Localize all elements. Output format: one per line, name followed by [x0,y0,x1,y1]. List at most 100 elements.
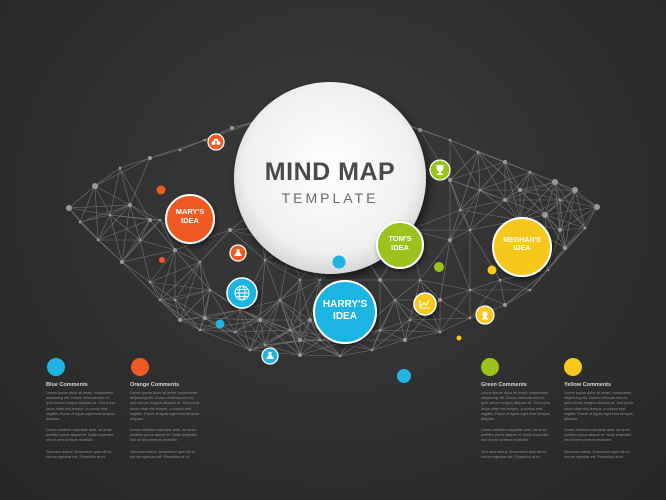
mesh-line [264,299,281,346]
globe-node[interactable] [226,277,258,309]
mesh-line [404,331,441,341]
mesh-line [97,214,111,241]
trophy-icon [436,165,444,175]
mesh-line [559,199,598,208]
marys-idea-label: MARY'S IDEA [175,207,205,225]
mesh-line [259,319,301,356]
mesh-line [504,181,556,201]
legend-text-yellow-3: Sed sem metus, fermentum quis elit et, r… [564,450,630,460]
mesh-line [239,309,291,331]
mesh-line [94,167,121,187]
mesh-line [264,344,301,356]
mesh-dot [583,226,587,230]
toms-idea-node[interactable] [376,221,424,269]
mesh-dot [208,288,212,292]
flask-node-orange[interactable] [229,244,247,262]
mesh-dot [542,212,548,218]
mesh-line [299,319,311,356]
mesh-line [79,204,131,223]
legend-text-yellow-1: Lorem ipsum dolor sit amet, consectetur … [564,391,633,422]
mesh-dot [148,280,152,284]
mesh-line [121,204,131,263]
mesh-line [239,309,266,346]
mesh-line [449,179,506,201]
mesh-dot [148,156,152,160]
mesh-line [79,221,99,241]
mesh-line [469,189,481,231]
mesh-line [559,227,586,231]
mesh-line [79,214,111,223]
mesh-dot [118,166,122,170]
mesh-line [547,229,561,271]
mesh-line [149,219,176,251]
mesh-line [119,157,151,169]
mesh-line [149,261,201,283]
mesh-line [519,181,556,191]
mesh-line [97,204,131,241]
mesh-line [544,181,556,216]
mesh-line [479,189,521,221]
mesh-dot [546,268,550,272]
mesh-line [409,319,441,333]
mesh-line [519,171,531,191]
mesh-line [234,331,266,346]
mesh-dot [78,220,82,224]
mesh-line [149,249,176,283]
mesh-line [159,219,176,251]
mesh-line [299,339,321,356]
mesh-dot [503,160,507,164]
mesh-line [519,181,556,221]
harrys-idea-label: HARRY'S IDEA [322,299,368,322]
mesh-line [179,289,211,321]
chess-node[interactable] [475,305,495,325]
mesh-line [174,299,181,321]
mesh-line [204,309,241,319]
mesh-line [449,179,461,211]
mesh-line [419,239,451,281]
mesh-line [139,219,151,241]
mesh-line [559,229,566,249]
mesh-line [289,329,301,341]
mesh-line [94,185,99,241]
mesh-dot [263,343,267,347]
mesh-line [371,339,406,351]
mesh-dot [558,198,562,202]
mesh-line [559,199,586,229]
mesh-line [371,319,411,351]
mesh-line [439,239,451,301]
mesh-line [477,151,481,191]
mesh-line [439,317,471,333]
mesh-line [94,185,131,206]
mesh-dot [594,204,600,210]
mesh-dot [468,288,472,292]
mesh-line [234,309,241,333]
harrys-idea-node[interactable] [313,280,377,344]
mesh-line [564,206,598,249]
mesh-dot [378,278,382,282]
mesh-line [199,229,231,263]
legend-text-green-3: Sed sem metus, fermentum quis elit et, r… [481,450,547,460]
mesh-line [179,317,206,321]
diagram-title: MIND MAP [264,158,396,186]
mesh-line [309,319,321,341]
binoculars-icon [211,139,221,145]
mesh-line [264,339,321,346]
mesh-dot [203,316,207,320]
marys-idea-node[interactable] [165,194,215,244]
mesh-line [264,259,301,281]
mesh-dot [248,348,252,352]
mesh-line [279,299,311,321]
mesh-line [554,181,586,229]
mesh-line [449,151,479,181]
binoculars-node[interactable] [207,133,225,151]
mesh-dot [468,228,472,232]
mesh-line [319,339,373,351]
mesh-line [559,206,598,231]
mesh-line [121,219,151,263]
mesh-line [544,214,586,229]
mesh-line [279,279,321,301]
chart-node[interactable] [413,292,437,316]
meghans-idea-node[interactable] [492,217,552,277]
trophy-node[interactable] [429,159,451,181]
flask-node-blue[interactable] [261,347,279,365]
